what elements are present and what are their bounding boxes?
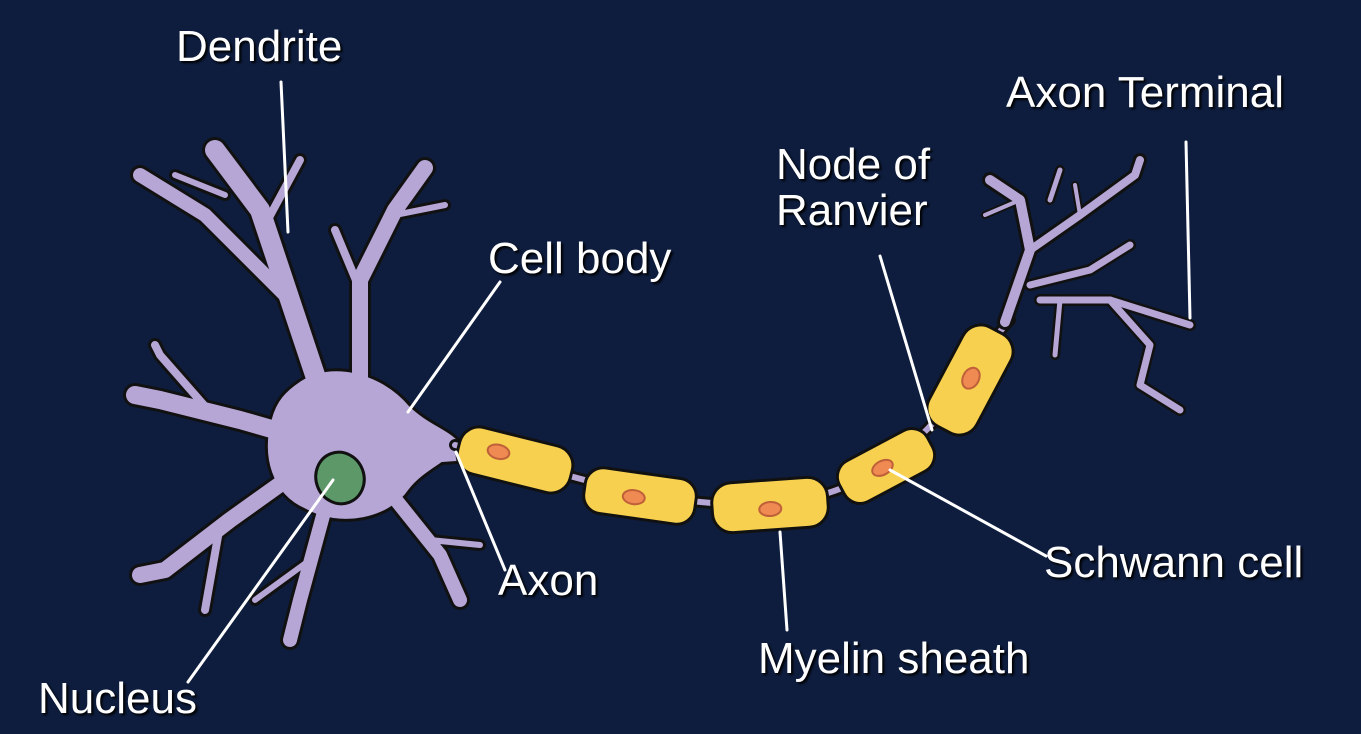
- leader-axon-terminal: [1184, 140, 1192, 320]
- label-myelin-sheath: Myelin sheath: [758, 634, 1030, 683]
- leader-myelin-sheath: [778, 530, 789, 632]
- label-cell-body: Cell body: [488, 234, 672, 283]
- myelin-segment: [710, 475, 830, 535]
- label-axon-terminal: Axon Terminal: [1006, 68, 1284, 117]
- label-axon: Axon: [498, 556, 599, 605]
- leader-cell-body: [406, 280, 502, 414]
- label-dendrite: Dendrite: [176, 22, 343, 71]
- cell-nucleus: [314, 450, 366, 506]
- myelin-segments: [455, 323, 1015, 535]
- leader-nucleus: [186, 478, 335, 684]
- label-node-of-ranvier-line1: Node of: [776, 140, 931, 189]
- leader-dendrite: [279, 80, 290, 234]
- myelin-segment: [582, 466, 698, 526]
- label-nucleus: Nucleus: [38, 674, 197, 723]
- leader-schwann-cell: [888, 468, 1048, 558]
- myelin-segment: [455, 425, 575, 495]
- leader-node-of-ranvier: [878, 254, 934, 432]
- label-schwann-cell: Schwann cell: [1044, 538, 1304, 587]
- label-node-of-ranvier: Node of Ranvier: [776, 140, 931, 236]
- dendrites-fill: [126, 140, 483, 647]
- neuron-cell: [123, 137, 486, 650]
- leader-axon: [454, 450, 507, 572]
- leader-lines: [186, 80, 1192, 684]
- myelin-segment: [835, 427, 937, 505]
- label-node-of-ranvier-line2: Ranvier: [776, 186, 928, 236]
- axon-terminal-branches: [981, 153, 1196, 416]
- myelin-segment: [925, 323, 1015, 437]
